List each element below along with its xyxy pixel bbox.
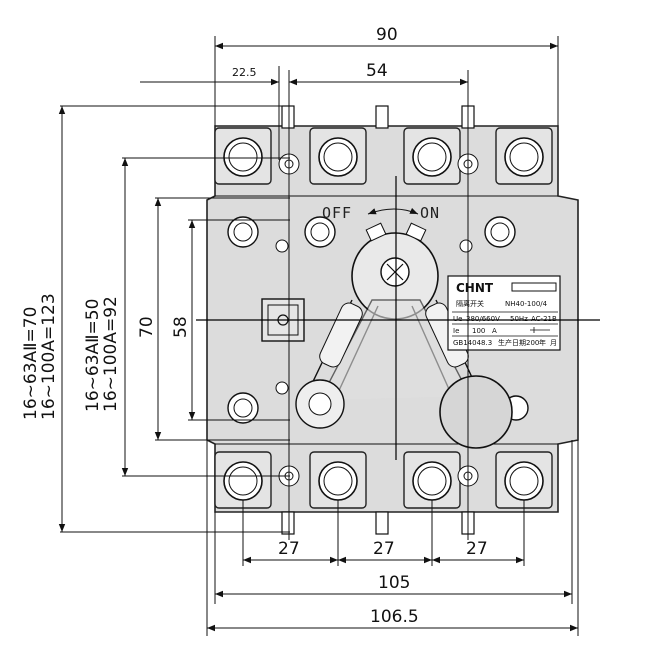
switch-symbol-icon <box>530 327 550 333</box>
dim-pole-spacing-top: 54 <box>366 61 388 81</box>
dim-mount-70: 70 <box>137 316 157 338</box>
dim-base-105: 105 <box>378 573 410 593</box>
off-label: OFF <box>322 204 352 222</box>
dimension-lines <box>58 36 579 636</box>
terminal-screw-icons-bottom <box>223 461 544 501</box>
rotary-handle <box>295 222 513 449</box>
dim-base-106-5: 106.5 <box>370 607 419 627</box>
terminal-screw-icons-top <box>223 137 544 177</box>
plate-name: 隔离开关 <box>456 299 484 308</box>
plate-freq: 50Hz <box>510 315 528 323</box>
plate-date-label: 生产日期 <box>498 338 526 347</box>
rotate-arrow-icon <box>367 207 419 215</box>
dim-inner-100: 16~100A=92 <box>101 296 121 412</box>
dim-mount-58: 58 <box>171 316 191 338</box>
plate-ie-value: 100 <box>472 327 485 335</box>
plate-ue-label: Ue <box>453 315 462 323</box>
on-label: ON <box>420 204 440 222</box>
plate-year: 200 <box>526 339 539 347</box>
plate-month-unit: 月 <box>550 339 557 347</box>
plate-category: AC-21B <box>531 315 557 323</box>
dim-pole-pitch-2: 27 <box>373 539 395 559</box>
dim-inner-63: 16~63AⅡ=50 <box>83 299 103 412</box>
dim-overall-width: 90 <box>376 25 398 45</box>
nameplate: CHNT 隔离开关 NH40-100/4 Ue 380/660V 50Hz AC… <box>447 275 561 351</box>
plate-ue-value: 380/660V <box>466 315 500 323</box>
dim-pole-pitch-3: 27 <box>466 539 488 559</box>
dim-pole-pitch-1: 27 <box>278 539 300 559</box>
plate-year-unit: 年 <box>539 338 546 347</box>
dim-height-100: 16~100A=123 <box>39 293 59 420</box>
plate-ie-label: Ie <box>453 327 459 335</box>
plate-ie-unit: A <box>492 327 497 335</box>
center-lines <box>196 70 600 540</box>
brand-logo-text: CHNT <box>456 281 494 295</box>
dim-offset-small: 22.5 <box>232 66 257 79</box>
face-hole-icons <box>227 216 529 424</box>
plate-model: NH40-100/4 <box>505 300 548 308</box>
plate-standard: GB14048.3 <box>453 339 492 347</box>
dim-height-63: 16~63AⅡ=70 <box>21 307 41 420</box>
